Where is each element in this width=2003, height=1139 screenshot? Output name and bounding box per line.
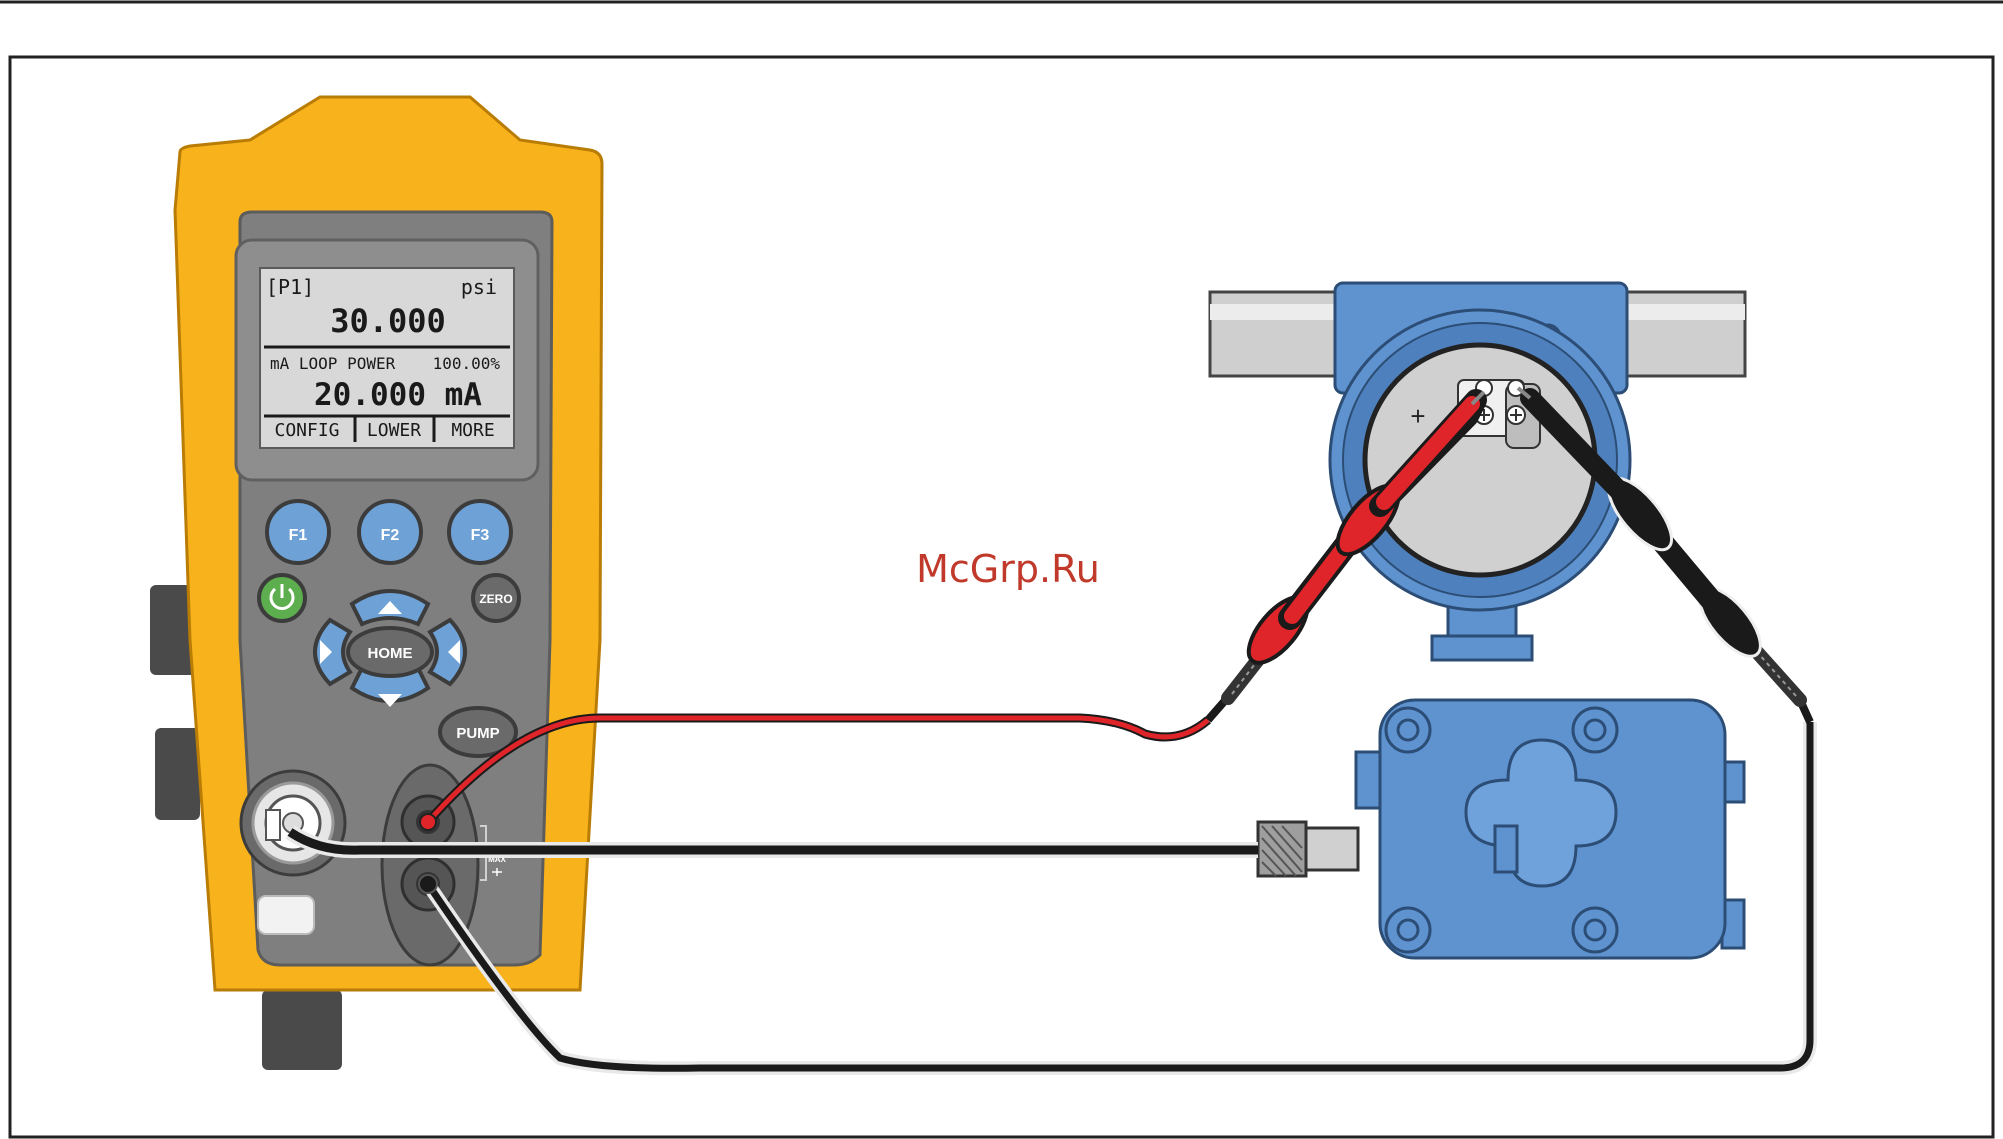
pressure-calibrator: [P1] psi 30.000 mA LOOP POWER 100.00% 20… (150, 97, 602, 1070)
vent-button[interactable] (258, 896, 314, 934)
polarity-plus-marking: + (1410, 401, 1425, 431)
home-label: HOME (368, 645, 413, 662)
zero-button[interactable]: ZERO (473, 575, 519, 621)
f2-button[interactable]: F2 (359, 501, 421, 563)
home-button[interactable]: HOME (348, 628, 432, 676)
zero-label: ZERO (479, 592, 512, 606)
lcd-mode-label: mA LOOP POWER (270, 354, 396, 373)
power-button[interactable] (259, 575, 305, 621)
f1-label: F1 (289, 527, 308, 544)
neck-collar (1432, 636, 1532, 660)
pump-label: PUMP (456, 725, 499, 742)
f3-button[interactable]: F3 (449, 501, 511, 563)
sensor-body (1258, 700, 1744, 958)
lcd-channel: [P1] (266, 275, 314, 299)
side-bumper-lower (155, 728, 200, 820)
hose-fitting-nut (1306, 828, 1358, 870)
lcd-softkey-2: LOWER (367, 420, 421, 441)
lcd-mode-percent: 100.00% (433, 354, 501, 373)
lcd-primary-value: 30.000 (330, 302, 446, 340)
lcd-unit: psi (461, 275, 497, 299)
lcd-softkey-1: CONFIG (274, 420, 339, 441)
drain-plug (1495, 826, 1517, 872)
f3-label: F3 (471, 527, 490, 544)
black-lead-plug (419, 875, 437, 893)
f2-label: F2 (381, 527, 400, 544)
lcd-softkey-3: MORE (451, 420, 494, 441)
pressure-port[interactable] (241, 771, 345, 875)
lcd-secondary-value: 20.000 mA (314, 377, 482, 413)
watermark: McGrp.Ru (916, 547, 1100, 591)
red-lead-plug (420, 814, 436, 830)
f1-button[interactable]: F1 (267, 501, 329, 563)
bottom-port-block (262, 990, 342, 1070)
